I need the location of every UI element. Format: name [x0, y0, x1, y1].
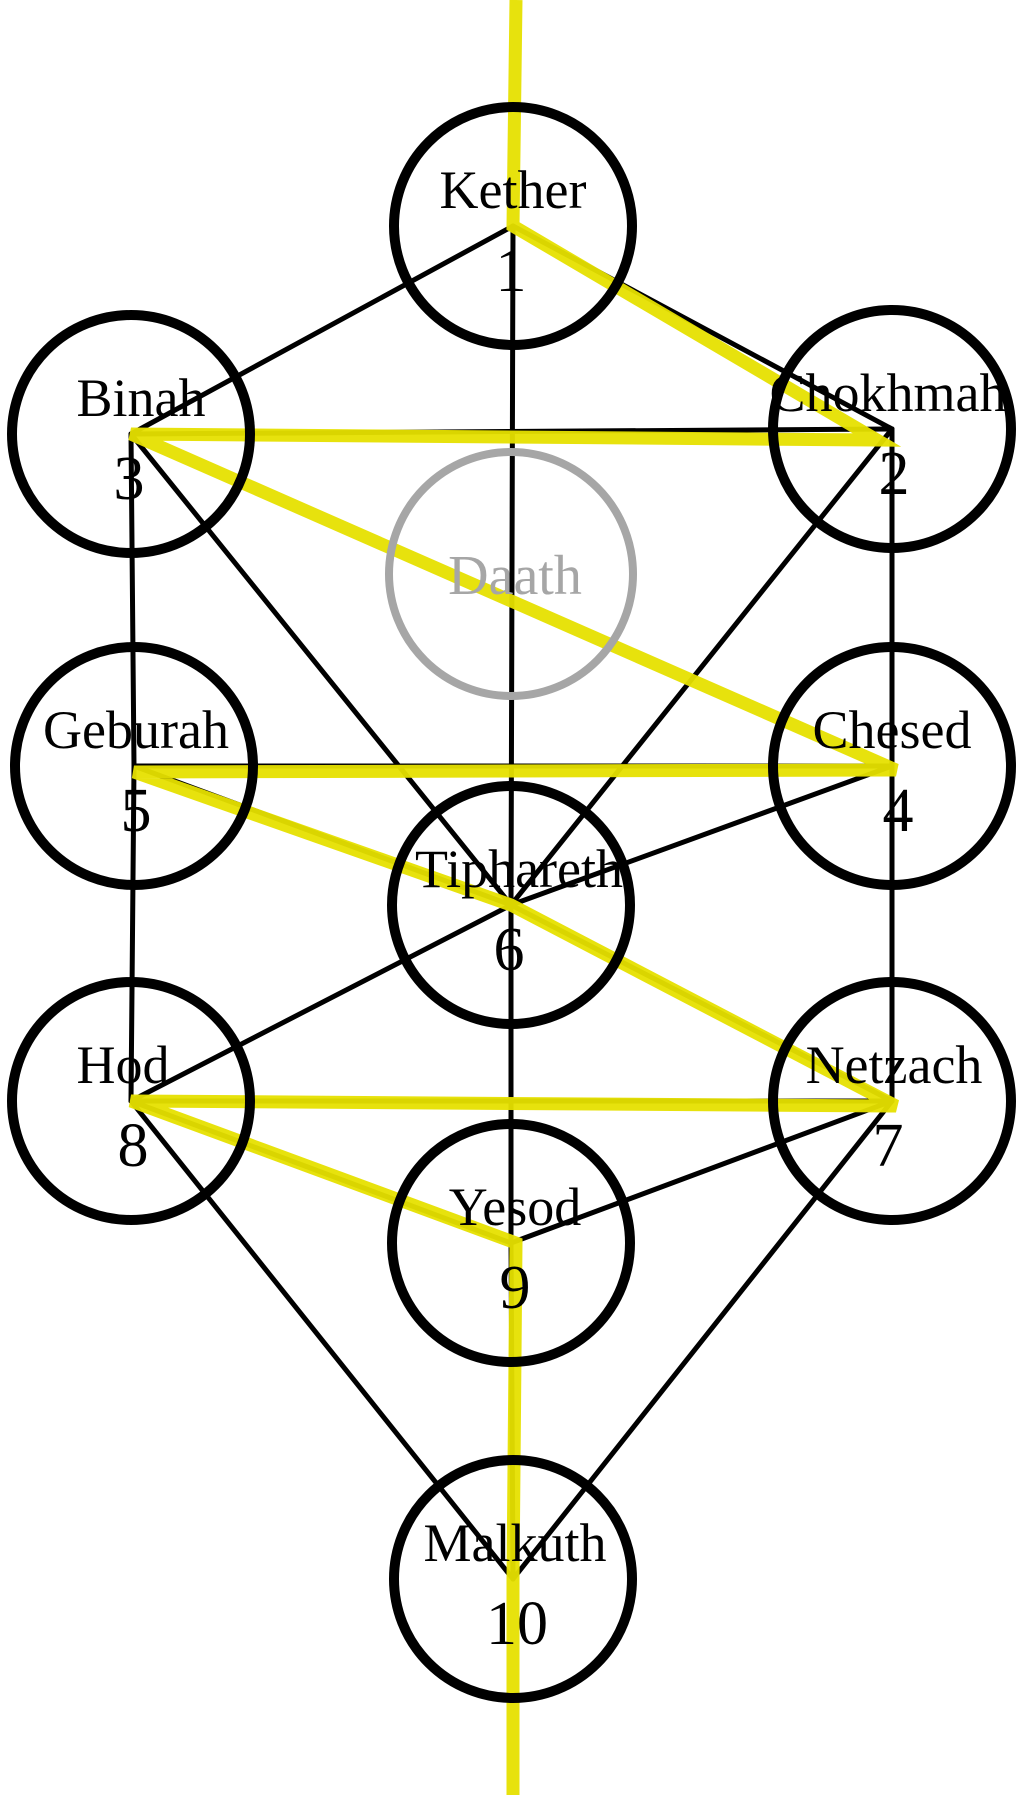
- sephirah-circle: [7, 977, 255, 1225]
- sephirah-name: Chesed: [813, 700, 972, 760]
- path-chesed-tiphareth: [508, 763, 895, 908]
- sephirah-circle: [387, 1119, 635, 1367]
- sephirah-number: 7: [873, 1112, 904, 1180]
- sephirah-number: 2: [879, 440, 910, 508]
- path-binah-tiphareth: [128, 431, 514, 908]
- path-hod-malkuth: [128, 1098, 516, 1582]
- path-kether-tiphareth: [508, 223, 516, 908]
- path-kether-binah: [128, 223, 516, 437]
- sephirah-circle: [389, 102, 637, 350]
- sephirah-name: Netzach: [806, 1035, 983, 1095]
- path-chokhmah-tiphareth: [508, 426, 895, 908]
- sephirah-name: Tiphareth: [415, 839, 623, 899]
- sephirah-chokhmah: Chokhmah 2: [768, 305, 1016, 553]
- daath-circle: [385, 448, 637, 700]
- sephirah-circle: [389, 1455, 637, 1703]
- sephirah-circle: [10, 642, 258, 890]
- sephirah-circle: [768, 977, 1016, 1225]
- sephirah-number: 9: [500, 1254, 531, 1322]
- lightning-flash-layer: [128, 0, 902, 1795]
- sephirah-geburah: Geburah 5: [10, 642, 258, 890]
- sephirah-number: 1: [496, 237, 527, 305]
- sephirah-name: Binah: [77, 368, 206, 428]
- sephirah-number: 5: [121, 777, 152, 845]
- sephirah-name: Yesod: [449, 1177, 582, 1237]
- sephirah-yesod: Yesod 9: [387, 1119, 635, 1367]
- sephirah-circle: [387, 781, 635, 1029]
- sephirah-number: 3: [114, 445, 145, 513]
- sephiroth-layer: Kether1Chokhmah2Binah3Chesed4Geburah5Tip…: [7, 102, 1016, 1703]
- sephirah-name: Geburah: [43, 700, 229, 760]
- sephirah-name: Kether: [440, 160, 587, 220]
- sephirah-hod: Hod 8: [7, 977, 255, 1225]
- sephirah-number: 8: [118, 1112, 149, 1180]
- sephirah-number: 6: [494, 916, 525, 984]
- sephirah-tiphareth: Tiphareth 6: [387, 781, 635, 1029]
- sephirah-number: 10: [486, 1590, 548, 1658]
- sephirah-binah: Binah 3: [7, 310, 255, 558]
- sephirah-malkuth: Malkuth 10: [389, 1455, 637, 1703]
- path-tiphareth-hod: [128, 902, 514, 1104]
- sephirah-number: 4: [883, 777, 914, 845]
- path-binah-geburah: [128, 431, 137, 769]
- sephirah-circle: [768, 642, 1016, 890]
- path-netzach-malkuth: [510, 1098, 895, 1582]
- sephirah-name: Malkuth: [424, 1513, 607, 1573]
- sephirah-kether: Kether 1: [389, 102, 637, 350]
- sephirah-circle: [7, 310, 255, 558]
- sephirah-name: Chokhmah: [770, 363, 1007, 423]
- sephirah-netzach: Netzach 7: [768, 977, 1016, 1225]
- path-netzach-yesod: [508, 1098, 895, 1246]
- lightning-flash: [128, 0, 902, 1795]
- daath-layer: Daath: [385, 448, 637, 700]
- daath-label: Daath: [448, 545, 582, 607]
- sephirah-circle: [768, 305, 1016, 553]
- sephirah-name: Hod: [77, 1035, 170, 1095]
- path-geburah-hod: [128, 763, 137, 1104]
- sephirah-chesed: Chesed 4: [768, 642, 1016, 890]
